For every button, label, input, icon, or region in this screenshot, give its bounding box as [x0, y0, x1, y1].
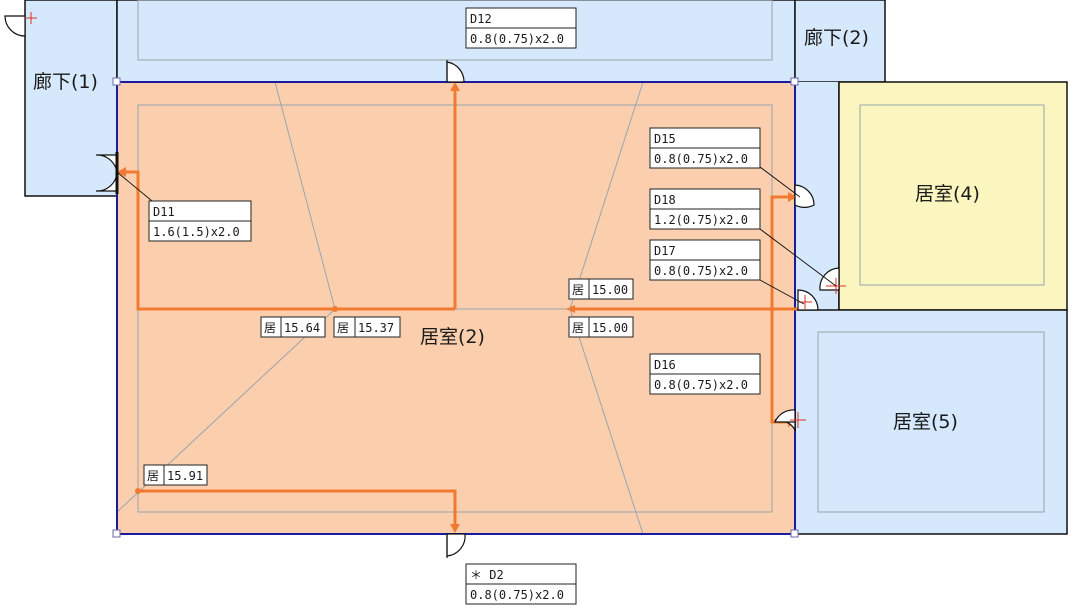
- door-size: 0.8(0.75)x2.0: [654, 264, 748, 278]
- distance-tag-e[interactable]: 居 15.91: [143, 464, 208, 486]
- distance-prefix: 居: [264, 321, 276, 335]
- door-size: 0.8(0.75)x2.0: [470, 32, 564, 46]
- distance-value: 15.37: [358, 321, 394, 335]
- door-label-d16[interactable]: D16 0.8(0.75)x2.0: [649, 353, 761, 395]
- evac-route-d15: [770, 195, 795, 309]
- room-4[interactable]: [838, 81, 1068, 311]
- door-size: 0.8(0.75)x2.0: [470, 588, 564, 602]
- door-id: D15: [654, 132, 676, 146]
- room-label-corridor2: 廊下(2): [804, 27, 869, 49]
- door-id: D16: [654, 358, 676, 372]
- door-label-d2[interactable]: ＊ D2 0.8(0.75)x2.0: [465, 563, 577, 605]
- room-label-room2: 居室(2): [420, 326, 485, 348]
- distance-tag-c[interactable]: 居 15.00: [568, 278, 634, 300]
- door-label-d11[interactable]: D11 1.6(1.5)x2.0: [148, 200, 252, 242]
- selection-handle[interactable]: [112, 529, 121, 538]
- room-labels: 廊下(1) 廊下(2) 居室(2) 居室(4) 居室(5): [33, 27, 980, 433]
- distance-value: 15.00: [592, 283, 628, 297]
- door-size: 1.6(1.5)x2.0: [153, 225, 240, 239]
- evac-route-d2: [138, 489, 457, 530]
- door-label-d15[interactable]: D15 0.8(0.75)x2.0: [649, 127, 761, 169]
- door-d17-symbol: [797, 289, 819, 311]
- room-label-room4: 居室(4): [915, 183, 980, 205]
- door-d16-symbol: [774, 409, 796, 433]
- distance-prefix: 居: [572, 283, 584, 297]
- door-id: D11: [153, 205, 175, 219]
- door-id: ＊ D2: [470, 568, 504, 582]
- door-label-d18[interactable]: D18 1.2(0.75)x2.0: [649, 188, 761, 230]
- room-label-room5: 居室(5): [893, 411, 958, 433]
- door-id: D18: [654, 193, 676, 207]
- door-d12-symbol: [446, 60, 465, 83]
- door-size: 0.8(0.75)x2.0: [654, 378, 748, 392]
- distance-tag-b[interactable]: 居 15.37: [333, 316, 401, 338]
- distance-prefix: 居: [147, 469, 159, 483]
- door-size: 0.8(0.75)x2.0: [654, 152, 748, 166]
- door-size: 1.2(0.75)x2.0: [654, 213, 748, 227]
- door-label-d17[interactable]: D17 0.8(0.75)x2.0: [649, 239, 761, 281]
- distance-value: 15.91: [167, 469, 203, 483]
- distance-tag-d[interactable]: 居 15.00: [568, 316, 634, 338]
- door-symbols: [4, 15, 840, 558]
- distance-prefix: 居: [572, 321, 584, 335]
- corridor-1[interactable]: [24, 0, 118, 197]
- room-5[interactable]: [794, 309, 1068, 535]
- selection-handle[interactable]: [790, 77, 799, 86]
- evac-route-d11: [120, 170, 455, 311]
- door-d2-symbol: [446, 533, 466, 558]
- room-label-corridor1: 廊下(1): [33, 71, 98, 93]
- distance-value: 15.00: [592, 321, 628, 335]
- door-d15-symbol: [794, 184, 815, 208]
- distance-prefix: 居: [337, 321, 349, 335]
- door-id: D12: [470, 12, 492, 26]
- door-id: D17: [654, 244, 676, 258]
- selection-handle[interactable]: [112, 77, 121, 86]
- selection-handle[interactable]: [790, 529, 799, 538]
- door-label-d12[interactable]: D12 0.8(0.75)x2.0: [465, 7, 577, 49]
- leader-lines: [116, 166, 837, 305]
- door-corridor1-symbol: [4, 15, 26, 37]
- distance-value: 15.64: [284, 321, 320, 335]
- distance-tag-a[interactable]: 居 15.64: [260, 316, 326, 338]
- evacuation-routes: [120, 84, 805, 530]
